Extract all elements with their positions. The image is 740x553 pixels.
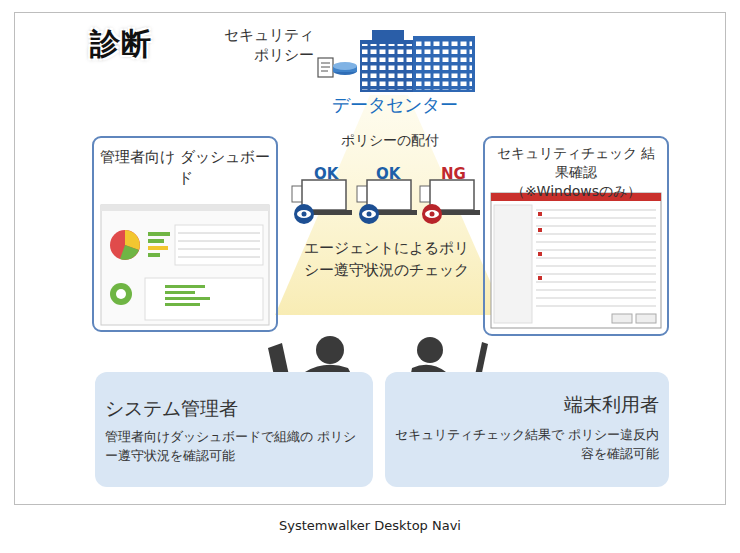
status-ok: OK: [376, 165, 406, 183]
dashboard-panel: 管理者向け ダッシュボード: [92, 136, 278, 332]
laptops: [292, 180, 480, 224]
distribution-label: ポリシーの配付: [320, 132, 460, 150]
node-heading: セキュリティチェック 結果確認: [491, 144, 661, 182]
admin-band: システム管理者管理者向けダッシュボードで組織の ポリシー遵守状況を確認可能: [95, 372, 373, 487]
check-result-panel: セキュリティチェック 結果確認（※Windowsのみ）: [483, 136, 669, 336]
check-result-screenshot: [491, 193, 661, 328]
node-heading: 端末利用者: [393, 392, 659, 418]
policy-label: セキュリティ ポリシー: [222, 25, 314, 66]
status-ok: OK: [314, 165, 344, 183]
node-heading: 管理者向け ダッシュボード: [100, 147, 270, 189]
node-body: 管理者向けダッシュボードで組織の ポリシー遵守状況を確認可能: [105, 428, 365, 466]
distribution-beam: [275, 95, 505, 315]
agent-check-label: エージェントによるポリシー遵守状況のチェック: [298, 238, 474, 282]
frame: [15, 13, 726, 505]
node-body: （※Windowsのみ）: [491, 182, 661, 201]
node-heading: システム管理者: [105, 396, 365, 422]
node-body: セキュリティチェック結果で ポリシー違反内容を確認可能: [393, 426, 659, 464]
diagram-title: 診断: [90, 24, 152, 65]
user-band: 端末利用者セキュリティチェック結果で ポリシー違反内容を確認可能: [385, 372, 669, 487]
datacenter-building: [360, 30, 475, 92]
policy-icon: [318, 58, 357, 77]
status-ng: NG: [441, 165, 471, 183]
dashboard-screenshot: [101, 205, 269, 325]
datacenter-label: データセンター: [330, 93, 460, 117]
caption: Systemwalker Desktop Navi: [0, 518, 740, 533]
